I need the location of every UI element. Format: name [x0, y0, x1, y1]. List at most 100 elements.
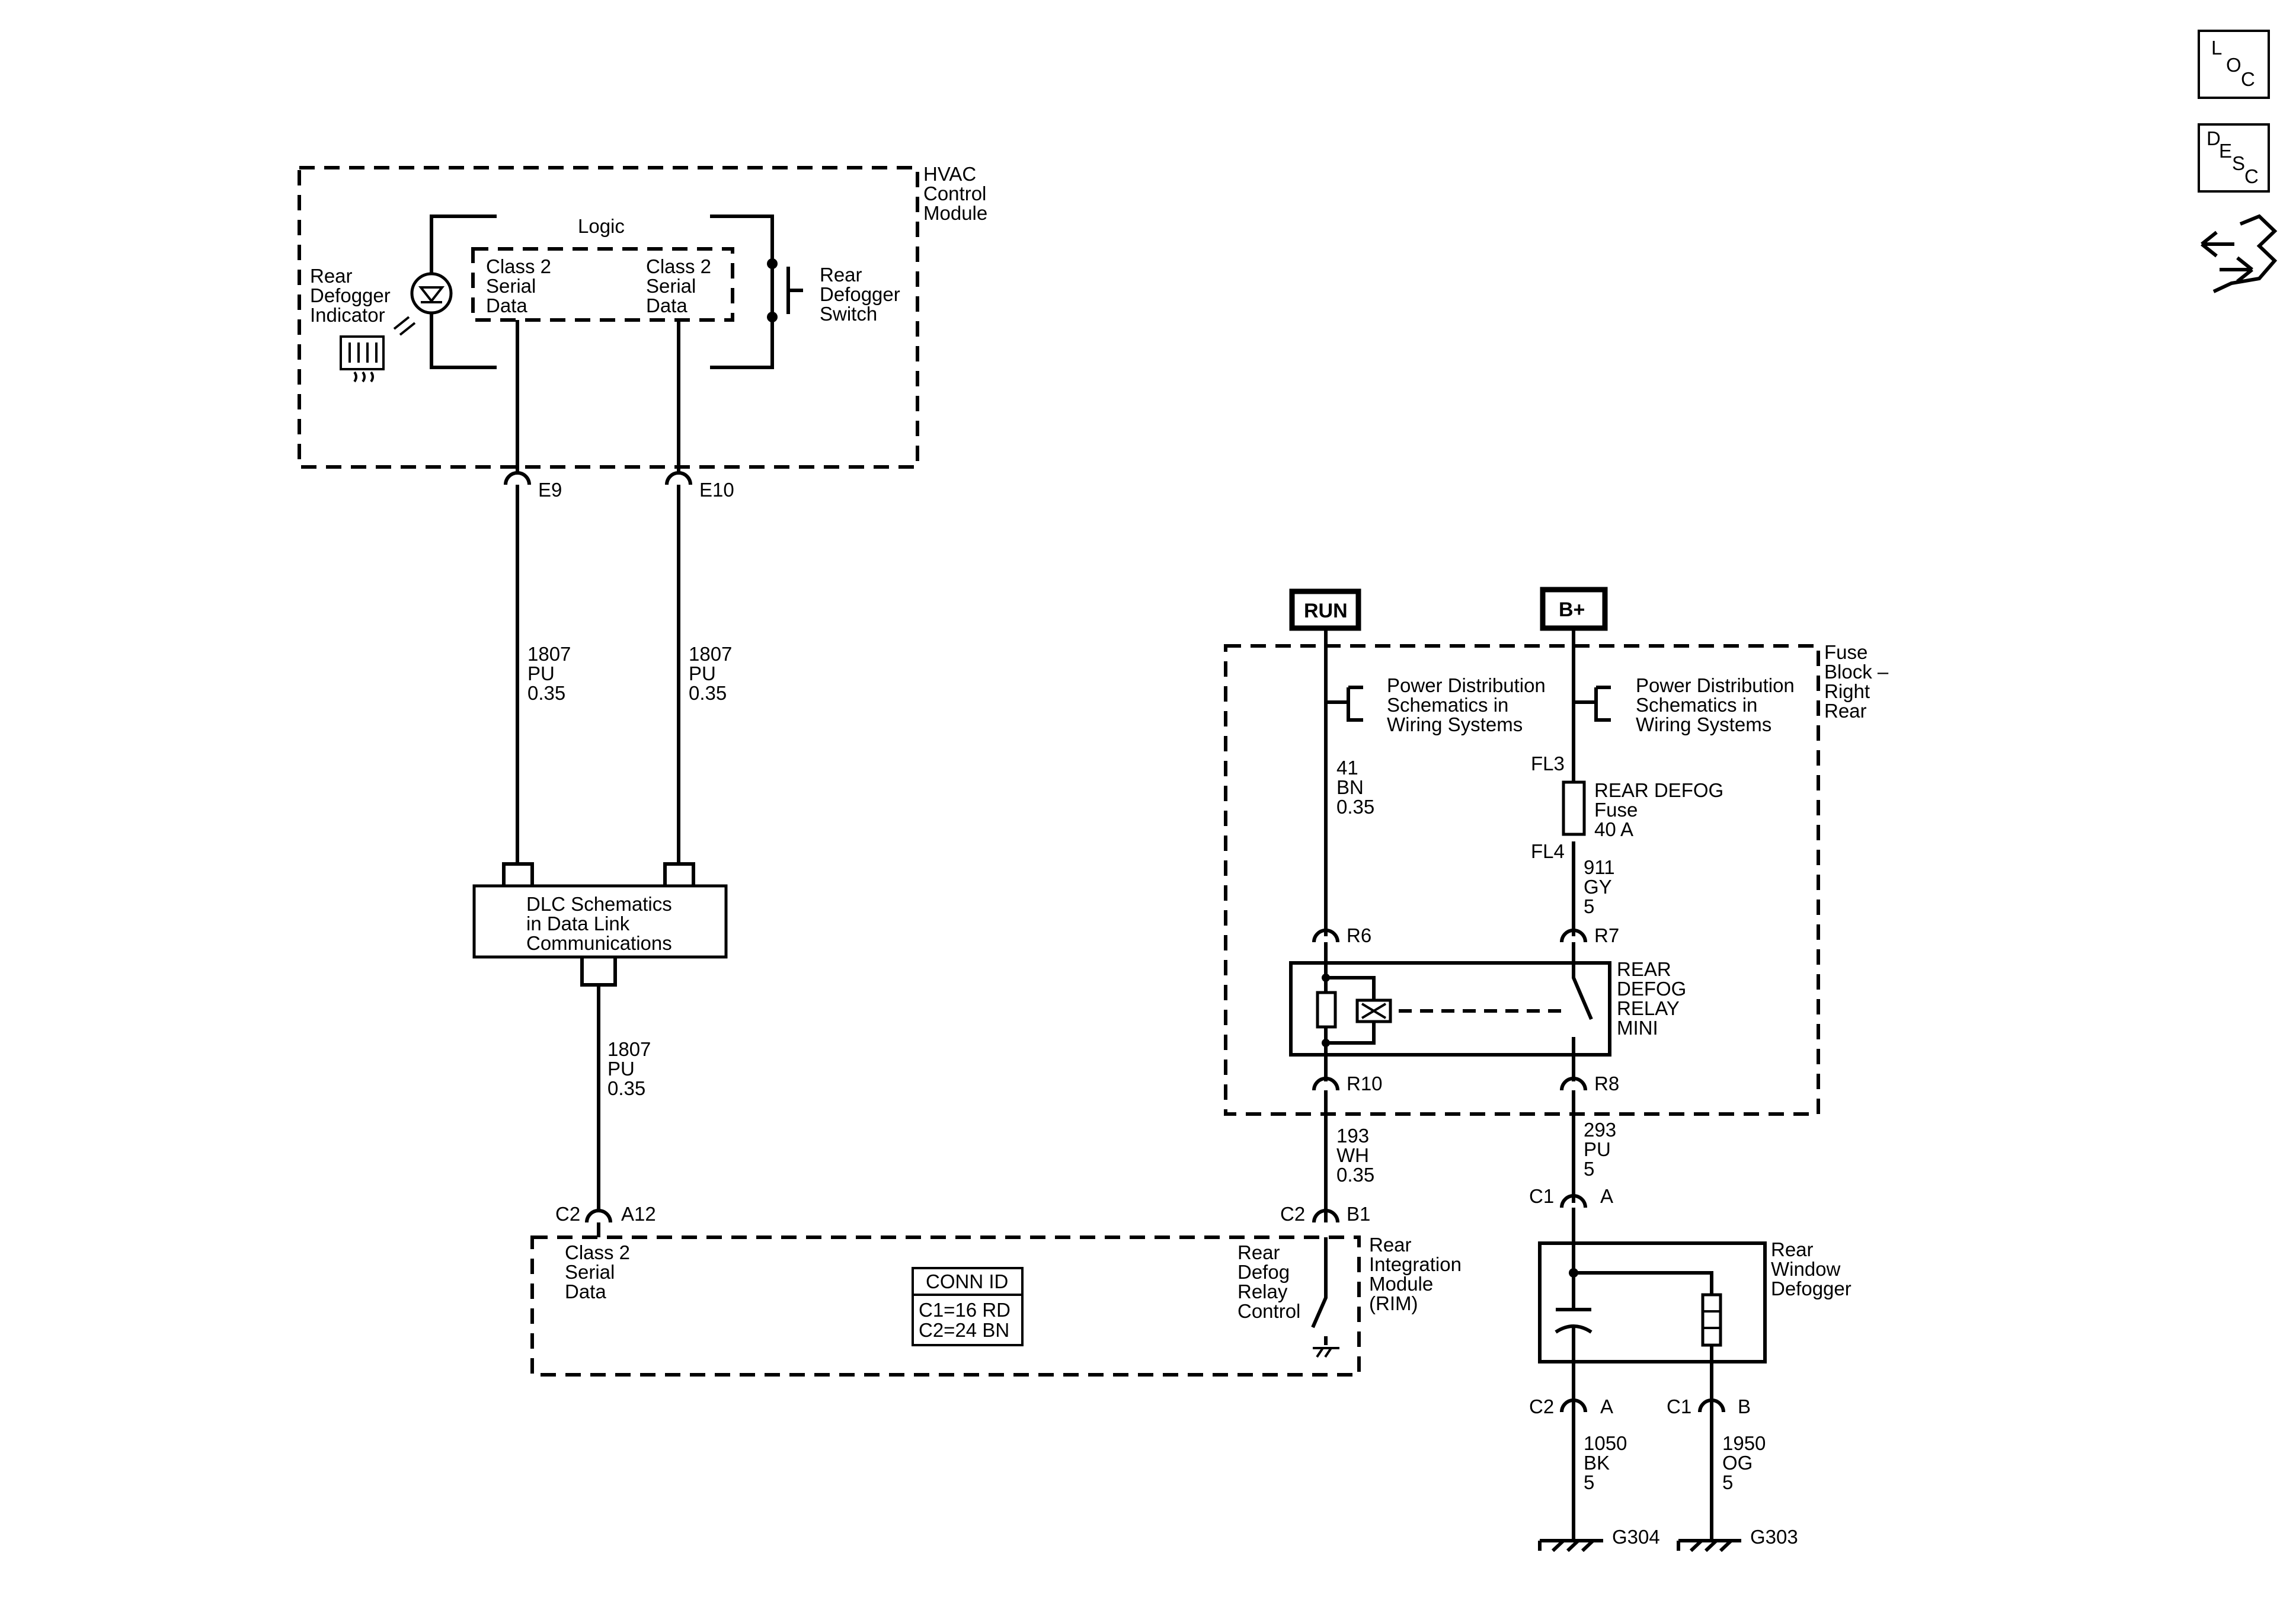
defogger-a-bot: A: [1600, 1395, 1613, 1417]
relay-label-2: DEFOG: [1617, 978, 1686, 1000]
w911-num: 911: [1584, 856, 1615, 878]
desc-letter-d: D: [2207, 127, 2221, 149]
run-power-source: RUN: [1289, 588, 1361, 631]
relay-ctrl-4: Control: [1237, 1300, 1300, 1322]
connector-e9: E9: [504, 471, 562, 501]
fuse-block-2: Block –: [1824, 661, 1889, 683]
serial-left-1: Class 2: [486, 255, 551, 277]
w1807a-color: PU: [527, 662, 555, 684]
w1807c-num: 1807: [607, 1038, 651, 1060]
fuse-label-1: REAR DEFOG: [1594, 779, 1723, 801]
serial-right-2: Serial: [646, 275, 696, 297]
connector-navigation-icon[interactable]: [2201, 214, 2278, 293]
ground-g303-icon: G303: [1677, 1526, 1798, 1553]
hvac-title-2: Control: [923, 183, 986, 204]
pin-r10: R10: [1347, 1073, 1383, 1094]
desc-button[interactable]: D E S C: [2198, 123, 2270, 193]
logic-box: [471, 247, 734, 322]
w293-size: 5: [1584, 1158, 1594, 1180]
defogger-title-1: Rear: [1771, 1238, 1814, 1260]
loc-letter-l: L: [2211, 37, 2222, 59]
w41-color: BN: [1336, 776, 1364, 798]
w1950-size: 5: [1722, 1471, 1733, 1493]
fuse-label-3: 40 A: [1594, 818, 1633, 840]
ground-g304-label: G304: [1612, 1526, 1660, 1548]
rim-pin-b1: B1: [1347, 1203, 1370, 1225]
relay-label-3: RELAY: [1617, 997, 1680, 1019]
rim-title-1: Rear: [1369, 1234, 1412, 1256]
rim-title-2: Integration: [1369, 1253, 1462, 1275]
defogger-title-3: Defogger: [1771, 1278, 1851, 1299]
w911-color: GY: [1584, 876, 1612, 898]
pds-link-left-icon: [1326, 686, 1363, 722]
ground-g304-icon: G304: [1538, 1526, 1660, 1553]
desc-letter-c: C: [2244, 165, 2259, 187]
w1807a-num: 1807: [527, 643, 571, 665]
switch-label-1: Rear: [820, 264, 862, 286]
w41-num: 41: [1336, 757, 1358, 779]
hvac-title-3: Module: [923, 202, 987, 224]
bplus-label: B+: [1559, 598, 1585, 621]
pds-right-2: Schematics in: [1636, 694, 1757, 716]
indicator-label-3: Indicator: [310, 304, 385, 326]
rim-serial-2: Serial: [565, 1261, 615, 1283]
defogger-c1-top: C1: [1529, 1185, 1554, 1207]
w293-color: PU: [1584, 1138, 1611, 1160]
dlc-label-2: in Data Link: [526, 913, 630, 934]
w1807c-size: 0.35: [607, 1077, 645, 1099]
conn-id-row-1: C1=16 RD: [919, 1299, 1011, 1321]
w1050-color: BK: [1584, 1452, 1610, 1474]
w193-num: 193: [1336, 1125, 1369, 1147]
connector-e10: E10: [665, 471, 734, 501]
connector-r7: [1560, 929, 1587, 943]
conn-id-row-2: C2=24 BN: [919, 1319, 1009, 1341]
wire-1807-pair: [516, 485, 680, 864]
defogger-a-top: A: [1600, 1185, 1613, 1207]
fuse-block-4: Rear: [1824, 700, 1867, 722]
rim-title-4: (RIM): [1369, 1292, 1418, 1314]
pds-link-right-icon: [1574, 686, 1611, 722]
fuse-block-3: Right: [1824, 680, 1870, 702]
connector-c1-a: [1560, 1194, 1587, 1208]
relay-label-4: MINI: [1617, 1017, 1658, 1039]
defogger-b-bot: B: [1738, 1395, 1751, 1417]
rear-defrost-icon: [340, 335, 385, 383]
dlc-label-3: Communications: [526, 932, 672, 954]
w1807b-color: PU: [689, 662, 716, 684]
rim-pin-a12: A12: [621, 1203, 656, 1225]
relay-ctrl-3: Relay: [1237, 1281, 1288, 1302]
rim-title-3: Module: [1369, 1273, 1433, 1295]
serial-right-3: Data: [646, 295, 687, 316]
switch-label-3: Switch: [820, 303, 877, 325]
rim-c2-left: C2: [555, 1203, 580, 1225]
pin-r6: R6: [1347, 924, 1371, 946]
ground-g303-label: G303: [1750, 1526, 1798, 1548]
fuse-icon: [1562, 780, 1586, 836]
rim-serial-3: Data: [565, 1281, 606, 1302]
pds-left-2: Schematics in: [1387, 694, 1508, 716]
pds-left-1: Power Distribution: [1387, 674, 1546, 696]
connector-r8: [1560, 1077, 1587, 1091]
run-label: RUN: [1304, 600, 1348, 622]
desc-letter-s: S: [2232, 152, 2245, 174]
rear-integration-module: C2 A12 Class 2 Serial Data CONN ID C1=16…: [530, 1203, 1462, 1377]
fuse-block-right-rear: Fuse Block – Right Rear: [1224, 641, 1889, 1116]
switch-label-2: Defogger: [820, 283, 900, 305]
pin-e10: E10: [699, 479, 734, 501]
pin-e9: E9: [538, 479, 562, 501]
relay-control-switch-icon: [1311, 1237, 1339, 1358]
w1050-size: 5: [1584, 1471, 1594, 1493]
connector-r10: [1312, 1077, 1339, 1091]
rim-serial-1: Class 2: [565, 1241, 630, 1263]
w1807b-num: 1807: [689, 643, 732, 665]
desc-letter-e: E: [2219, 140, 2232, 162]
w293-num: 293: [1584, 1119, 1616, 1141]
rim-c2-right: C2: [1280, 1203, 1305, 1225]
w1807a-size: 0.35: [527, 682, 565, 704]
dlc-schematics-box[interactable]: DLC Schematics in Data Link Communicatio…: [472, 862, 728, 987]
indicator-label-2: Defogger: [310, 284, 391, 306]
w193-size: 0.35: [1336, 1164, 1374, 1186]
fuse-label-2: Fuse: [1594, 799, 1638, 821]
loc-button[interactable]: L O C: [2198, 30, 2270, 99]
